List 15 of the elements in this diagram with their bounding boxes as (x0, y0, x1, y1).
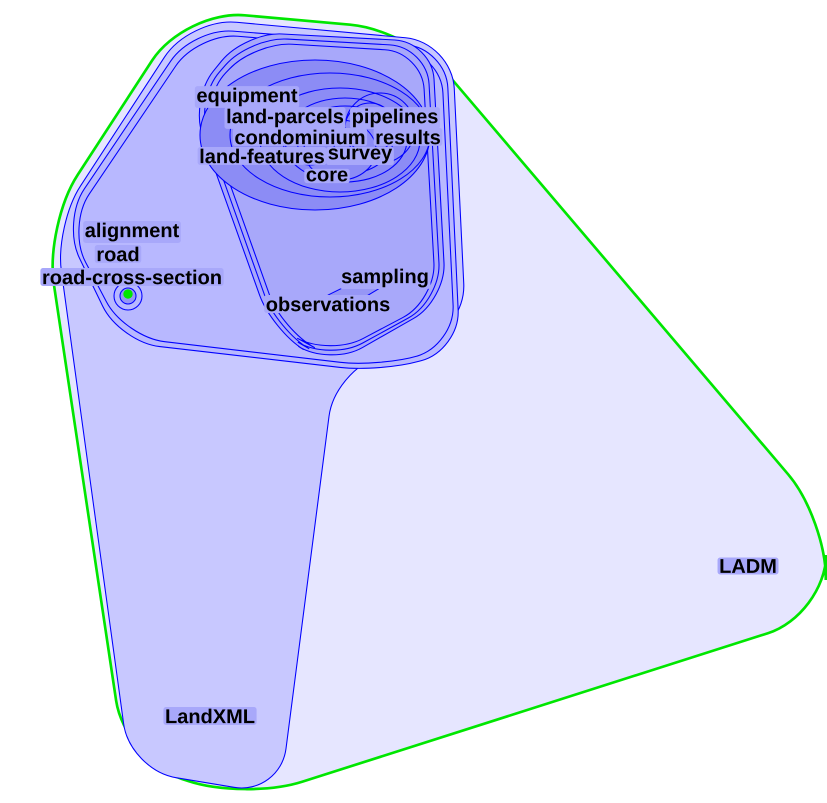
point-label: land-parcels (224, 107, 346, 129)
point-label: equipment (194, 86, 300, 108)
point-label: land-features (198, 147, 326, 165)
point-label: results (374, 128, 442, 146)
point-label: core (304, 168, 350, 184)
point-label: LADM (718, 558, 778, 574)
point-label: road (94, 245, 142, 263)
point-label: alignment (83, 221, 181, 243)
point-label: condominium (232, 128, 368, 146)
point-label: LandXML (163, 707, 257, 725)
point-label: survey (326, 146, 394, 166)
point-label: sampling (340, 267, 430, 289)
point-label: observations (264, 295, 392, 313)
point-label: pipelines (350, 107, 440, 129)
point-label: road-cross-section (40, 268, 224, 299)
